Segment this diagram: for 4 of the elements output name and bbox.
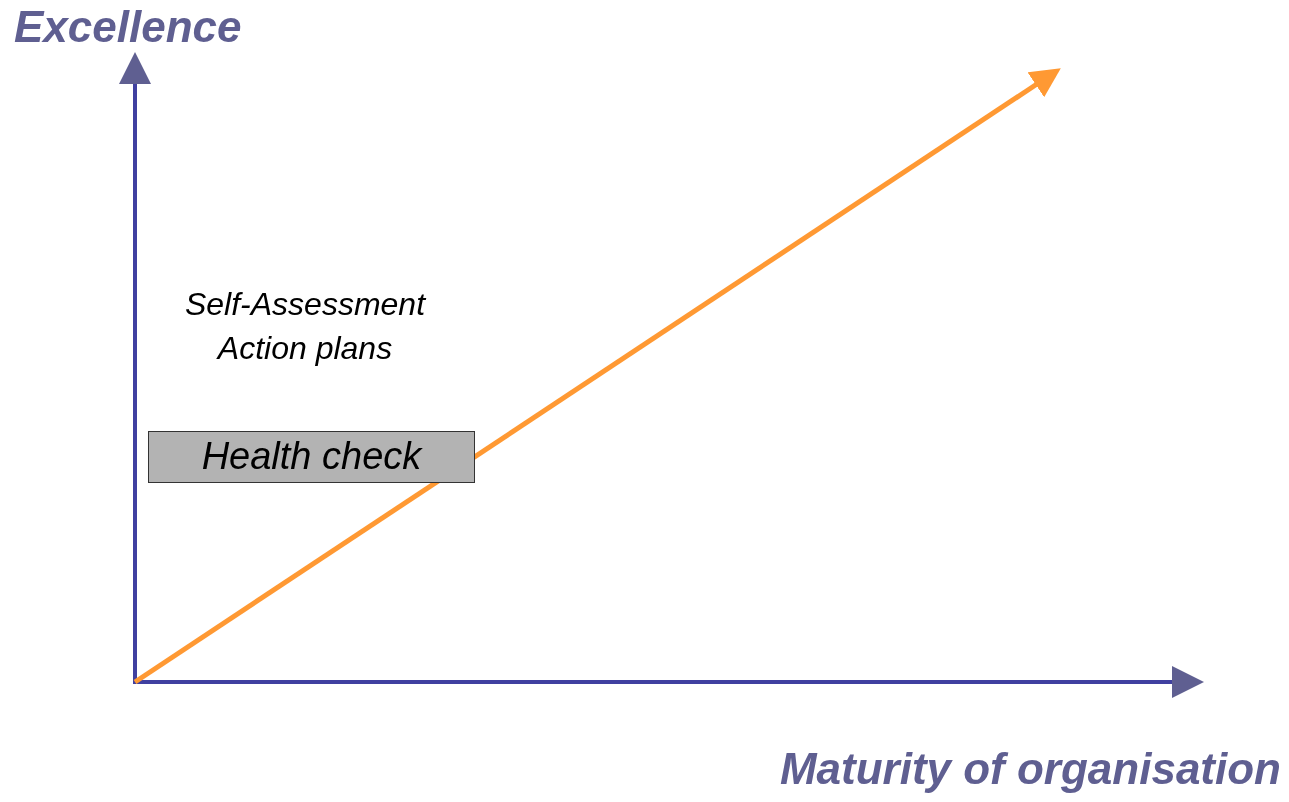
- axis-title: Excellence: [14, 2, 242, 52]
- note-text: Self-Assessment Action plans: [183, 285, 427, 368]
- axis-title: Maturity of organisation: [779, 744, 1281, 794]
- process-box: Health check: [148, 431, 475, 483]
